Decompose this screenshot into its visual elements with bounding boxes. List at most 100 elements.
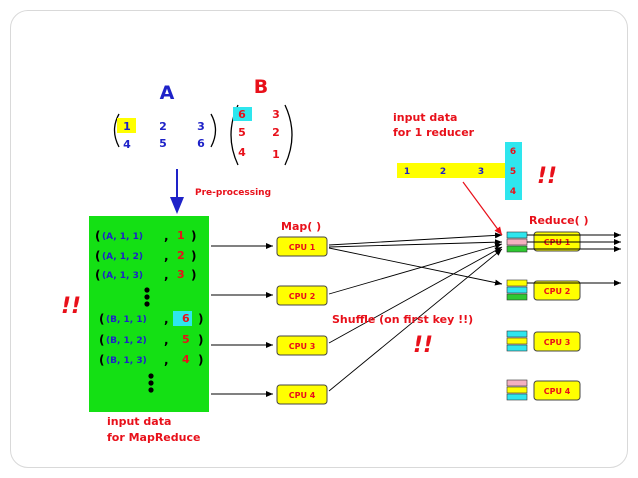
reducer-input-blocks	[506, 330, 528, 352]
tuple-key: (B, 1, 3)	[106, 356, 147, 366]
svg-text:): )	[191, 229, 196, 243]
mapreduce-matrix-diagram: A 1 2 3 4 5 6 B 6 3 5 2 4 1 Pre-processi…	[61, 76, 621, 444]
reducer-box: CPU 4	[533, 380, 581, 401]
mapper-box: CPU 2	[276, 285, 328, 306]
matrix-b-title: B	[254, 76, 268, 98]
emphasis-marks-center: !!	[413, 333, 433, 358]
preprocessing-arrow-head	[170, 197, 184, 214]
preprocessing-label: Pre-processing	[195, 188, 271, 198]
matrix-a-cell: 1	[123, 120, 131, 133]
ellipsis-dots	[148, 373, 154, 393]
matrix-a-left-bracket	[113, 113, 120, 148]
matrix-b-highlight	[233, 107, 252, 121]
reducer-input-blocks	[506, 231, 528, 253]
matrix-a-cell: 2	[159, 120, 167, 133]
tuple-row: ( (A, 1, 3) , 3 )	[95, 268, 196, 282]
tuple-row: ( (B, 1, 2) , 5 )	[99, 333, 203, 347]
mapper-label: CPU 1	[289, 243, 316, 252]
svg-text:(: (	[95, 229, 100, 243]
map-input-caption-line1: input data	[107, 415, 171, 428]
reducer-input-row-value: 2	[440, 167, 446, 177]
reducer-box: CPU 3	[533, 331, 581, 352]
matrix-a-cell: 3	[197, 120, 205, 133]
tuple-row: ( (A, 1, 2) , 2 )	[95, 249, 196, 263]
reducer-input-row-bar	[397, 163, 505, 178]
reducer-label: CPU 2	[544, 287, 571, 296]
reducer-input-row-value: 1	[404, 167, 410, 177]
reducer-input-blocks	[506, 279, 528, 301]
reducer-box: CPU 2	[533, 280, 581, 301]
matrix-b-right-bracket	[284, 104, 293, 166]
tuple-key: (B, 1, 2)	[106, 336, 147, 346]
svg-text:): )	[191, 268, 196, 282]
matrix-b-cell: 5	[238, 126, 246, 139]
svg-text:,: ,	[164, 312, 169, 326]
mapper-label: CPU 4	[289, 391, 316, 400]
matrix-b-cell: 3	[272, 108, 280, 121]
tuple-value: 3	[177, 268, 185, 281]
tuple-key: (A, 1, 3)	[102, 271, 143, 281]
reduce-label: Reduce( )	[529, 214, 589, 227]
svg-text:(: (	[95, 268, 100, 282]
matrix-a-cell: 5	[159, 137, 167, 150]
mapper-label: CPU 3	[289, 342, 316, 351]
matrix-b-cell: 1	[272, 148, 280, 161]
matrix-a-right-bracket	[210, 113, 217, 148]
mapper-box: CPU 3	[276, 335, 328, 356]
mapper-box: CPU 4	[276, 384, 328, 405]
svg-text:,: ,	[164, 333, 169, 347]
matrix-b-cell: 6	[238, 108, 246, 121]
tuple-row: ( (B, 1, 1) , 6 )	[99, 312, 203, 326]
tuple-value: 4	[182, 353, 190, 366]
emphasis-marks-left: !!	[61, 294, 81, 319]
tuple-value: 1	[177, 229, 185, 242]
svg-text:): )	[198, 333, 203, 347]
reducer-input-blocks	[506, 379, 528, 401]
reducer-input-row-value: 3	[478, 167, 484, 177]
reducer-input-column-value: 6	[510, 147, 516, 157]
svg-text:(: (	[99, 353, 104, 367]
tuple-key: (A, 1, 2)	[102, 252, 143, 262]
tuple-value: 6	[182, 312, 190, 325]
svg-text:,: ,	[164, 249, 169, 263]
reducer-input-caption-line1: input data	[393, 111, 457, 124]
reducer-input-pointer-arrow	[462, 181, 503, 236]
svg-text:): )	[198, 312, 203, 326]
reducer-output-arrows	[527, 232, 621, 286]
tuple-value: 2	[177, 249, 185, 262]
reducer-input-column-value: 4	[510, 187, 516, 197]
svg-text:): )	[198, 353, 203, 367]
reducer-label: CPU 4	[544, 387, 571, 396]
svg-text:): )	[191, 249, 196, 263]
matrix-a-cell: 4	[123, 138, 131, 151]
matrix-a-highlight	[117, 118, 136, 133]
mapper-label: CPU 2	[289, 292, 316, 301]
svg-text:,: ,	[164, 353, 169, 367]
svg-text:,: ,	[164, 229, 169, 243]
map-input-caption-line2: for MapReduce	[107, 431, 200, 444]
tuple-value: 5	[182, 333, 190, 346]
emphasis-marks-right: !!	[537, 164, 557, 189]
shuffle-arrows	[328, 232, 503, 392]
slide: A 1 2 3 4 5 6 B 6 3 5 2 4 1 Pre-processi…	[10, 10, 628, 468]
mapper-box: CPU 1	[276, 236, 328, 257]
reducer-input-caption-line2: for 1 reducer	[393, 126, 475, 139]
tuple-row: ( (B, 1, 3) , 4 )	[99, 353, 203, 367]
reducer-input-column-bar	[505, 142, 522, 200]
tuple-highlight	[173, 311, 192, 326]
map-label: Map( )	[281, 220, 321, 233]
matrix-a-cell: 6	[197, 137, 205, 150]
svg-text:(: (	[95, 249, 100, 263]
matrix-b-cell: 4	[238, 146, 246, 159]
tuple-key: (B, 1, 1)	[106, 315, 147, 325]
tuple-row: ( (A, 1, 1) , 1 )	[95, 229, 196, 243]
reducer-label: CPU 3	[544, 338, 571, 347]
ellipsis-dots	[144, 287, 150, 307]
matrix-b-cell: 2	[272, 126, 280, 139]
shuffle-label: Shuffle (on first key !!)	[332, 313, 473, 326]
tuple-key: (A, 1, 1)	[102, 232, 143, 242]
svg-text:(: (	[99, 333, 104, 347]
reducer-input-column-value: 5	[510, 167, 516, 177]
matrix-a-title: A	[160, 82, 175, 104]
svg-text:,: ,	[164, 268, 169, 282]
